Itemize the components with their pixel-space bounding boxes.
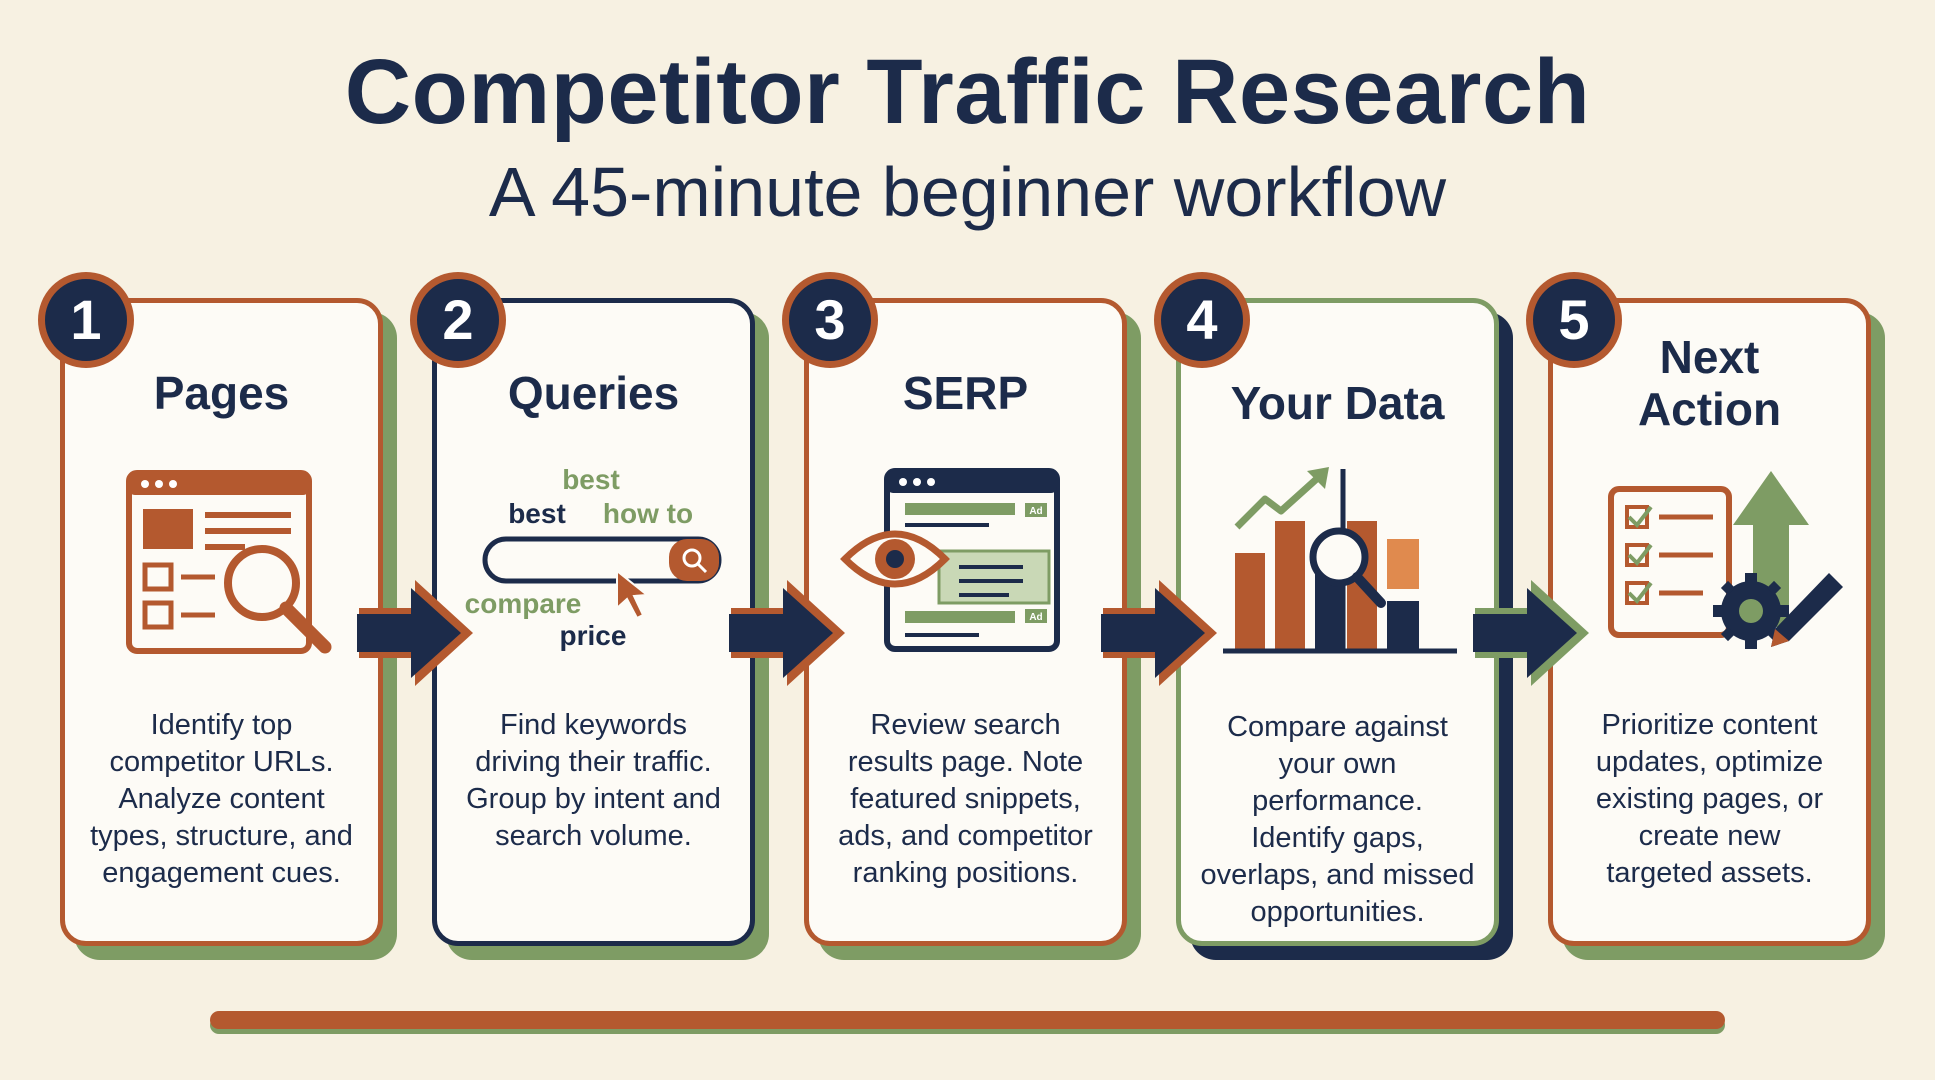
step-description: Compare against your own performance. Id… xyxy=(1200,711,1475,928)
page-title: Competitor Traffic Research xyxy=(344,41,1591,143)
step-card-4: Your Data Compare against your own perfo… xyxy=(1154,272,1513,960)
bottom-divider xyxy=(210,1011,1725,1029)
step-title: Your Data xyxy=(1230,377,1445,429)
step-number-badge: 3 xyxy=(782,272,878,368)
step-number-badge: 4 xyxy=(1154,272,1250,368)
card-panel: SERP Ad Ad Review search results page. N… xyxy=(804,298,1127,946)
webpage-magnifier-icon xyxy=(126,470,332,654)
step-description: Review search results page. Note feature… xyxy=(838,709,1093,889)
keyword-tag: how to xyxy=(603,498,693,529)
search-bar-icon: best best how to compare price xyxy=(465,464,722,651)
step-description: Find keywords driving their traffic. Gro… xyxy=(466,709,721,852)
step-number-badge: 2 xyxy=(410,272,506,368)
keyword-tag: price xyxy=(560,620,627,651)
card-panel: Pages Identify top competitor URLs. Anal… xyxy=(60,298,383,946)
card-panel: Your Data Compare against your own perfo… xyxy=(1176,298,1499,946)
card-panel: Queries best best how to compare price F… xyxy=(432,298,755,946)
keyword-tag: compare xyxy=(465,588,582,619)
arrow-right-icon xyxy=(1473,580,1589,686)
ad-label: Ad xyxy=(1029,612,1042,623)
step-card-3: SERP Ad Ad Review search results page. N… xyxy=(782,272,1141,960)
step-description: Prioritize content updates, optimize exi… xyxy=(1595,709,1824,889)
step-description: Identify top competitor URLs. Analyze co… xyxy=(90,709,353,889)
ad-label: Ad xyxy=(1029,506,1042,517)
checklist-gear-icon xyxy=(1608,471,1843,649)
serp-eye-icon: Ad Ad xyxy=(840,468,1060,652)
step-card-2: Queries best best how to compare price F… xyxy=(410,272,769,960)
arrow-right-icon xyxy=(729,580,845,686)
card-panel: Next Action P xyxy=(1548,298,1871,946)
arrow-right-icon xyxy=(1101,580,1217,686)
keyword-tag: best xyxy=(562,464,620,495)
step-title: Pages xyxy=(153,367,290,419)
arrow-right-icon xyxy=(357,580,473,686)
step-title: Queries xyxy=(507,367,680,419)
step-number-badge: 1 xyxy=(38,272,134,368)
step-title: SERP xyxy=(902,367,1029,419)
bar-chart-magnifier-icon xyxy=(1223,467,1457,654)
page-subtitle: A 45-minute beginner workflow xyxy=(488,153,1447,231)
step-card-5: Next Action P xyxy=(1526,272,1885,960)
step-title: Next Action xyxy=(1637,331,1782,435)
step-number-badge: 5 xyxy=(1526,272,1622,368)
step-card-1: Pages Identify top competitor URLs. Anal… xyxy=(38,272,397,960)
keyword-tag: best xyxy=(508,498,566,529)
